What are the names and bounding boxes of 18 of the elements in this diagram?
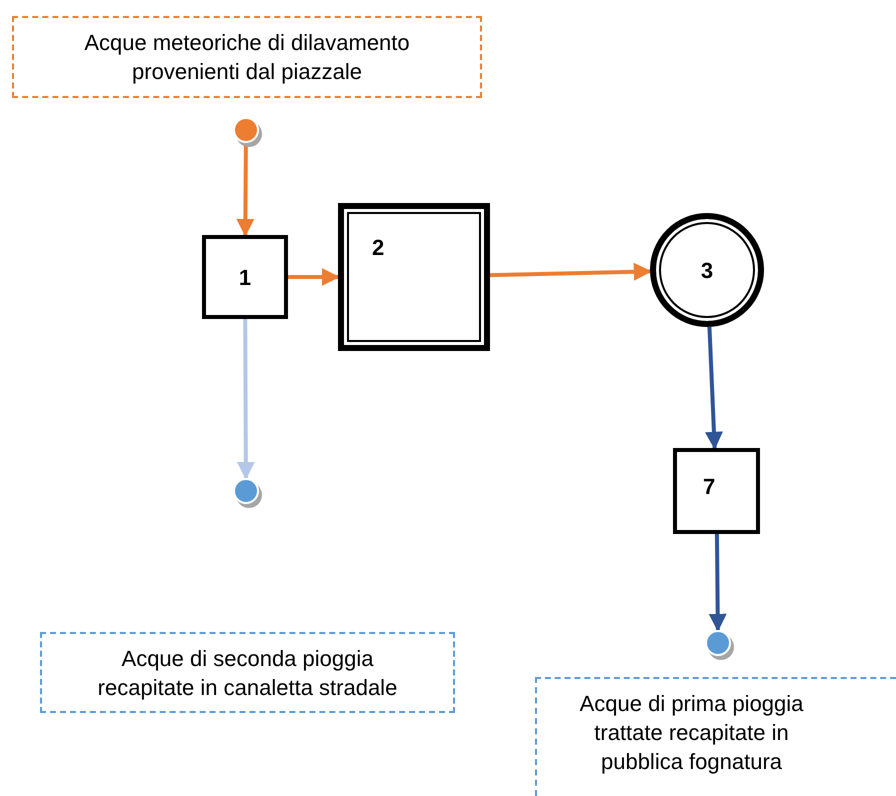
- note-box: [12, 16, 482, 98]
- node-label: 7: [703, 473, 716, 501]
- node-label: 2: [372, 235, 384, 260]
- node-label: Acque di prima pioggia trattate recapitate in pubblica fognatura: [578, 690, 804, 776]
- node-label: Acque meteoriche di dilavamento provenienti dal piazzale: [83, 29, 411, 86]
- arrow: [236, 318, 255, 480]
- arrow: [708, 534, 727, 632]
- arrow: [490, 262, 652, 281]
- node-label: Acque di seconda pioggia recapitate in canaletta stradale: [96, 644, 398, 702]
- note-box: [535, 677, 896, 796]
- node-label: 3: [700, 256, 714, 284]
- note-box: [40, 632, 455, 713]
- process-box: [673, 448, 760, 534]
- process-box: [338, 203, 490, 351]
- process-box: [202, 235, 288, 319]
- node-label: 1: [238, 264, 252, 292]
- arrow: [704, 326, 723, 450]
- arrow: [288, 268, 340, 286]
